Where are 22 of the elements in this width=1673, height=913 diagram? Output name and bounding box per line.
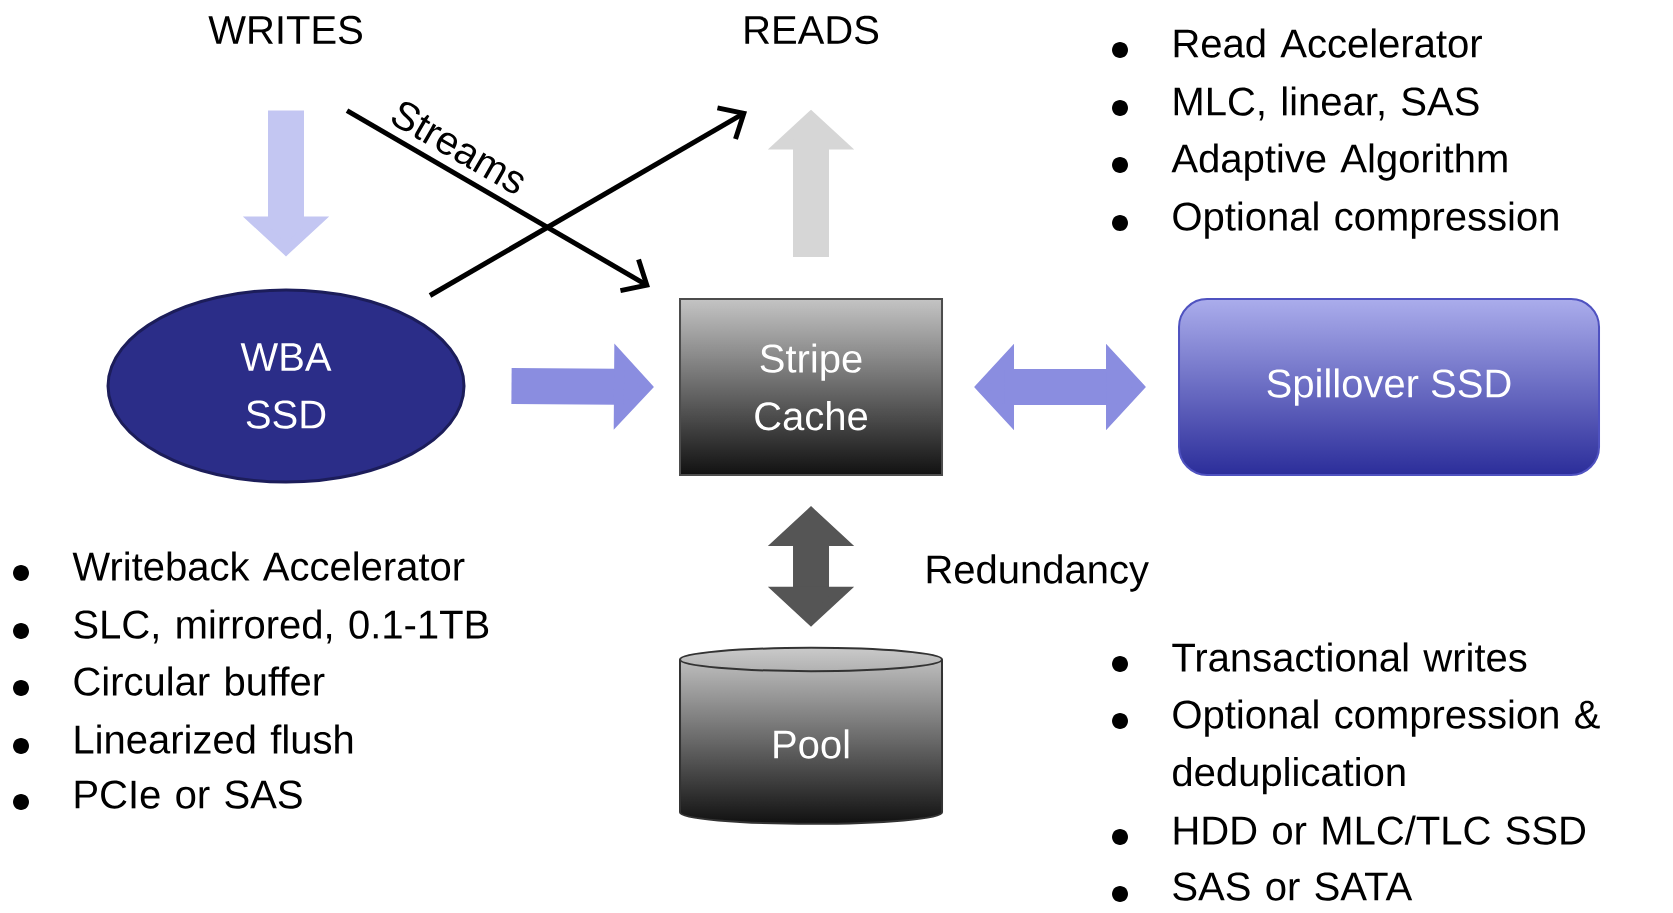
heading: READS — [745, 15, 879, 45]
bullet-item: Linearized flush — [13, 724, 353, 754]
arrow — [428, 105, 747, 298]
process-box: Stripe Cache — [679, 298, 943, 476]
bullet-item: HDD or MLC/TLC SSD — [1112, 815, 1586, 845]
bullet-item: SAS or SATA — [1112, 872, 1413, 902]
bullet-item: Circular buffer — [13, 666, 325, 696]
bullet-item: Adaptive Algorithm — [1112, 143, 1507, 181]
bullet-item: Writeback Accelerator — [13, 551, 465, 581]
bullet-item: Optional compression & deduplication — [1112, 699, 1600, 795]
bullet-item: SLC, mirrored, 0.1-1TB — [13, 609, 489, 644]
bullet-item: Transactional writes — [1112, 642, 1527, 672]
bullet-item: PCIe or SAS — [13, 780, 302, 810]
heading: WRITES — [208, 15, 362, 45]
bullet-item: MLC, linear, SAS — [1112, 86, 1479, 121]
cylinder: Pool — [679, 646, 943, 825]
arrow — [345, 108, 650, 294]
ellipse-node: WBA SSD — [106, 288, 466, 484]
bullet-item: Read Accelerator — [1112, 28, 1482, 58]
rounded-box: Spillover SSD — [1178, 298, 1600, 476]
edge-label: Redundancy — [927, 554, 1149, 592]
bullet-item: Optional compression — [1112, 201, 1558, 239]
